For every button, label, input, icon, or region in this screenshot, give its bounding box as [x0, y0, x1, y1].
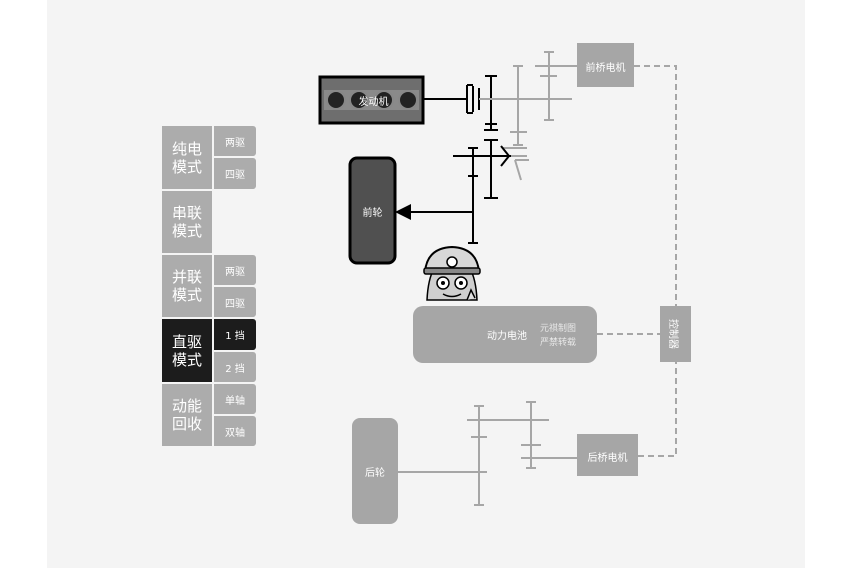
- engine-cylinder: [374, 90, 394, 110]
- mode-parallel-2wd[interactable]: 两驱: [214, 255, 256, 285]
- rear-gear-train: [398, 401, 577, 506]
- rear-motor: [577, 434, 638, 476]
- mode-label: 串联 模式: [171, 204, 202, 240]
- engine-cylinder: [349, 90, 369, 110]
- rear-wheel: [352, 418, 398, 524]
- front-motor-label: 前桥电机: [585, 62, 626, 74]
- engine-cylinder: [398, 90, 418, 110]
- mode-label: 动能 回收: [171, 397, 202, 433]
- mode-parallel[interactable]: 并联 模式: [162, 255, 212, 317]
- battery-label: 动力电池: [487, 330, 527, 342]
- mode-direct-drive-gear-1[interactable]: 1 挡: [214, 319, 256, 350]
- mode-label: 纯电 模式: [171, 139, 202, 176]
- mode-recovery-single-axle[interactable]: 单轴: [214, 384, 256, 414]
- mode-label: 直驱 模式: [171, 332, 202, 369]
- front-drive-path: [395, 124, 511, 244]
- engine: [318, 75, 425, 125]
- diagram-canvas: 纯电 模式 两驱 四驱 串联 模式 并联 模式 两驱 四驱 直驱 模式 1 挡 …: [47, 0, 805, 568]
- front-wheel: [348, 156, 397, 265]
- controller-label: 控制器: [667, 319, 679, 349]
- controller: [660, 306, 691, 362]
- front-wheel-label: 前轮: [362, 207, 383, 219]
- mode-direct-drive[interactable]: 直驱 模式: [162, 319, 212, 382]
- mode-label: 并联 模式: [171, 268, 202, 304]
- engine-label: 发动机: [358, 96, 389, 108]
- watermark-1: 元祺制图: [539, 323, 576, 334]
- mode-pure-electric-4wd[interactable]: 四驱: [214, 158, 256, 189]
- mode-energy-recovery[interactable]: 动能 回收: [162, 384, 212, 446]
- front-gear-train: [479, 51, 577, 181]
- mode-direct-drive-gear-2[interactable]: 2 挡: [214, 352, 256, 382]
- control-lines: [597, 65, 677, 457]
- mode-series[interactable]: 串联 模式: [162, 191, 212, 253]
- rear-motor-label: 后桥电机: [587, 452, 628, 464]
- mode-pure-electric-2wd[interactable]: 两驱: [214, 126, 256, 156]
- watermark-2: 严禁转载: [539, 337, 576, 348]
- engineer-mascot-icon: [423, 245, 481, 301]
- powertrain-diagram: [318, 43, 691, 524]
- mode-recovery-dual-axle[interactable]: 双轴: [214, 416, 256, 446]
- engine-cylinder: [326, 90, 346, 110]
- front-motor: [577, 43, 634, 87]
- rear-wheel-label: 后轮: [365, 467, 385, 479]
- mode-parallel-4wd[interactable]: 四驱: [214, 287, 256, 317]
- battery: [413, 306, 597, 363]
- mode-pure-electric[interactable]: 纯电 模式: [162, 126, 212, 189]
